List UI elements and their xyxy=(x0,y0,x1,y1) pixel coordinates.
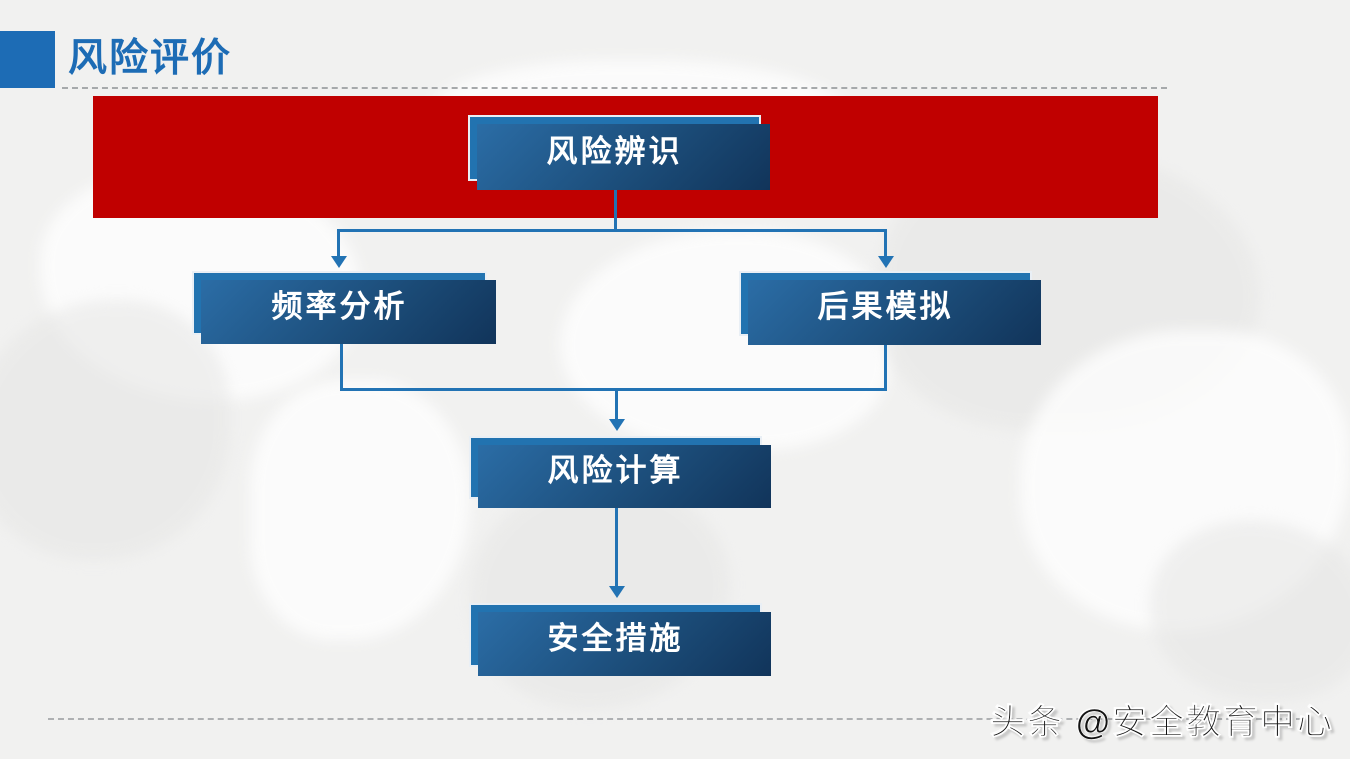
connector-merge-center-vertical xyxy=(615,388,618,421)
flow-node-label: 后果模拟 xyxy=(817,289,954,324)
connector-merge-left-vertical xyxy=(340,340,343,390)
connector-split-left-vertical xyxy=(337,229,340,258)
arrowhead-to-consequence-simulation xyxy=(878,256,894,268)
flow-node-label: 风险辨识 xyxy=(546,133,683,169)
flow-node-risk-calculation: 风险计算 xyxy=(469,436,762,499)
flow-node-risk-identification: 风险辨识 xyxy=(468,115,761,181)
flow-node-consequence-simulation: 后果模拟 xyxy=(739,271,1032,336)
connector-split-right-vertical xyxy=(884,229,887,258)
connector-split-horizontal xyxy=(337,229,887,232)
footer-divider-dashed-line xyxy=(48,718,1302,720)
connector-bottom-vertical xyxy=(615,499,618,588)
connector-top-vertical xyxy=(614,181,617,232)
arrowhead-to-frequency-analysis xyxy=(331,256,347,268)
arrowhead-to-safety-measures xyxy=(609,586,625,598)
title-accent-square xyxy=(0,31,55,88)
page-title: 风险评价 xyxy=(68,37,233,80)
flow-node-label: 风险计算 xyxy=(547,453,684,488)
connector-merge-horizontal xyxy=(340,388,887,391)
toutiao-watermark: 头条 @安全教育中心 xyxy=(990,703,1334,743)
arrowhead-to-risk-calculation xyxy=(609,419,625,431)
flow-node-frequency-analysis: 频率分析 xyxy=(192,271,487,335)
flow-node-safety-measures: 安全措施 xyxy=(469,603,762,667)
connector-merge-right-vertical xyxy=(884,340,887,390)
flow-node-label: 安全措施 xyxy=(547,620,684,656)
flow-node-label: 频率分析 xyxy=(271,288,408,324)
header-divider-dashed-line xyxy=(62,87,1167,89)
